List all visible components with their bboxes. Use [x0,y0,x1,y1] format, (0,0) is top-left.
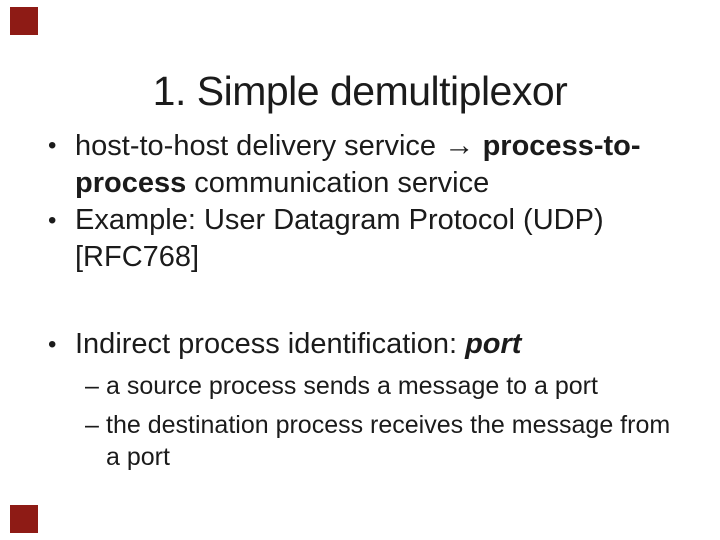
text-run: process [75,167,187,199]
bullet-item: • Indirect process identification: port [48,326,696,363]
text-run [475,130,483,162]
bullet-marker: • [48,207,57,234]
text-run: a source process sends a message to a po… [106,372,598,400]
bullet-marker: – [85,372,99,400]
bullet-text: host-to-host delivery service → process-… [75,127,696,202]
bullet-text: Indirect process identification: port [75,326,696,363]
corner-accent-top-left [10,7,38,35]
text-run: a port [106,443,170,471]
text-run: communication service [186,167,490,199]
bullet-marker: • [48,331,57,358]
corner-accent-bottom-left [10,505,38,533]
bullet-item: • host-to-host delivery service → process… [48,127,696,202]
text-line: a source process sends a message to a po… [106,370,696,402]
slide-title: 1. Simple demultiplexor [152,68,568,115]
bullet-text: Example: User Datagram Protocol (UDP) [RF… [75,202,696,276]
text-run: port [465,328,522,360]
right-arrow-icon: → [444,128,475,162]
text-line: process communication service [75,165,696,202]
text-run: process-to- [482,130,641,162]
text-run: the destination process receives the mes… [106,411,671,439]
bullet-text: the destination process receives the mes… [106,409,696,473]
text-line: Indirect process identification: port [75,326,696,363]
text-run: host-to-host delivery service [75,130,445,162]
text-run: [RFC768] [75,241,200,273]
bullet-list: • host-to-host delivery service → process… [48,127,696,473]
text-run: Example: User Datagram Protocol (UDP) [75,204,604,236]
bullet-marker: • [48,132,57,159]
bullet-text: a source process sends a message to a po… [106,370,696,402]
text-line: a port [106,441,696,473]
bullet-marker: – [85,411,99,439]
text-line: the destination process receives the mes… [106,409,696,441]
text-run: Indirect process identification: [75,328,466,360]
text-line: Example: User Datagram Protocol (UDP) [75,202,696,239]
slide-body: • host-to-host delivery service → process… [48,127,696,473]
text-line: host-to-host delivery service → process-… [75,127,696,165]
bullet-item: • Example: User Datagram Protocol (UDP) [R… [48,202,696,276]
bullet-item: –a source process sends a message to a p… [85,370,696,402]
bullet-item: –the destination process receives the me… [85,409,696,473]
text-line: [RFC768] [75,239,696,276]
